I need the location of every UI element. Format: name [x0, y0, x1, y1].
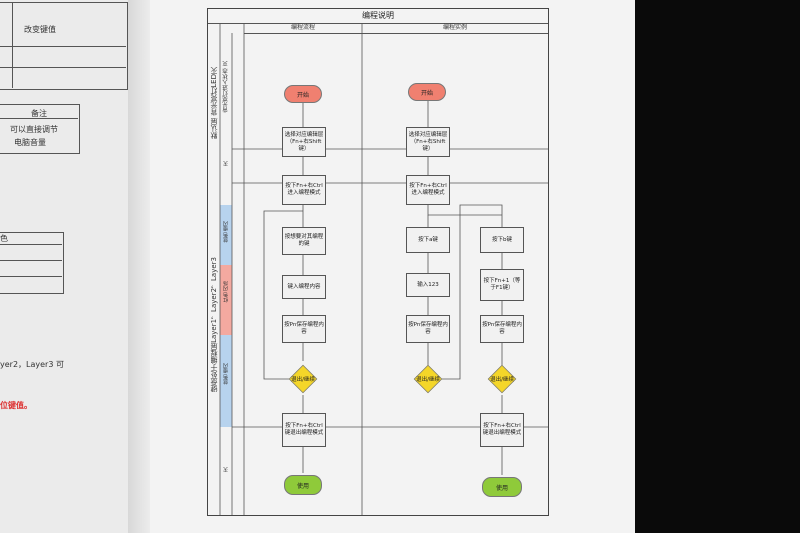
- band-label-off2: 灭: [223, 467, 229, 472]
- band-label-red: 红色 闪烁: [223, 281, 229, 303]
- right-decision-b: 退出/继续: [487, 364, 517, 394]
- band-blue-bottom: [220, 335, 232, 427]
- right-step-fn1: 按下Fn+1（等于F1键）: [480, 269, 524, 301]
- flowchart-title: 编程说明: [208, 9, 548, 24]
- right-decision-a-label: 退出/继续: [416, 377, 440, 383]
- band-label-off1: 灭: [223, 161, 229, 166]
- left-table-mid: [0, 104, 80, 154]
- left-decision-label: 退出/继续: [291, 377, 315, 383]
- left-step-press-key: 按想要对其编程的键: [282, 227, 326, 255]
- right-step-press-a: 按下a键: [406, 227, 450, 253]
- note-line1: 可以直接调节: [10, 125, 58, 134]
- layer-text: yer2，Layer3 可: [0, 360, 64, 369]
- side-label-program-layer: 键盘处于编程层Layer1，Layer2，Layer3: [210, 257, 218, 392]
- change-key-cell: 改变键值: [24, 25, 56, 34]
- left-step-exit-program: 按下Fn+右Ctrl键退出编程模式: [282, 413, 326, 447]
- left-step-save: 按Pn保存编程内容: [282, 315, 326, 343]
- flowchart: 编程说明 编程流程 编程实例: [207, 8, 549, 516]
- left-table-top: [0, 2, 128, 90]
- band-label-blue-bottom: 蓝色 慢闪: [223, 363, 229, 385]
- right-step-enter-program: 按下Fn+右Ctrl进入编程模式: [406, 175, 450, 205]
- small-col-header: 色: [0, 234, 8, 243]
- side-label-backlight: 背光亮灯进入状态 灭: [223, 61, 229, 113]
- left-table-low: [0, 232, 64, 294]
- right-step-save-a: 按Pn保存编程内容: [406, 315, 450, 343]
- right-start-terminal: 开始: [408, 83, 446, 101]
- left-step-enter-program: 按下Fn+右Ctrl进入编程模式: [282, 175, 326, 205]
- left-end-terminal: 使用: [284, 475, 322, 495]
- right-step-select-layer: 选择对应编辑层（Fn+右Shift键）: [406, 127, 450, 157]
- right-step-exit-program: 按下Fn+右Ctrl键退出编程模式: [480, 413, 524, 447]
- right-decision-b-label: 退出/继续: [490, 377, 514, 383]
- col-process-header: 编程流程: [244, 23, 362, 34]
- note-line2: 电脑音量: [14, 138, 46, 147]
- band-blue-top: [220, 205, 232, 265]
- red-note: 位键值。: [0, 401, 32, 410]
- left-page: 改变键值 备注 可以直接调节 电脑音量 色 yer2，Layer3 可 位键值。: [0, 0, 140, 533]
- right-step-input-123: 输入123: [406, 273, 450, 297]
- left-step-select-layer: 选择对应编辑层（Fn+右Shift键）: [282, 127, 326, 157]
- band-red: [220, 265, 232, 335]
- right-step-press-b: 按下b键: [480, 227, 524, 253]
- note-header: 备注: [31, 109, 47, 118]
- right-decision-a: 退出/继续: [413, 364, 443, 394]
- right-step-save-b: 按Pn保存编程内容: [480, 315, 524, 343]
- right-end-terminal: 使用: [482, 477, 522, 497]
- left-start-terminal: 开始: [284, 85, 322, 103]
- left-decision: 退出/继续: [288, 364, 318, 394]
- band-label-blue-top: 蓝色 慢闪: [223, 221, 229, 243]
- side-label-default-layer: 默认层 背光亮灯LED灭: [210, 67, 218, 139]
- col-example-header: 编程实例: [362, 23, 548, 34]
- left-step-type-content: 键入编程内容: [282, 275, 326, 299]
